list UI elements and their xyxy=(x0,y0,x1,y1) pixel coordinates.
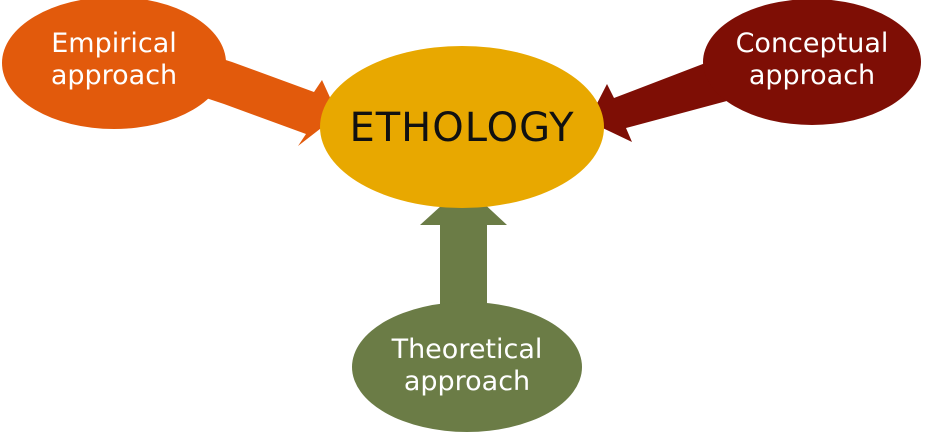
theoretical-label: Theoretical approach xyxy=(367,334,567,399)
theoretical-label-line1: Theoretical xyxy=(391,334,543,365)
theoretical-ellipse xyxy=(352,302,582,432)
conceptual-label-line2: approach xyxy=(748,60,876,92)
conceptual-label: Conceptual approach xyxy=(712,28,912,93)
empirical-label-line2: approach xyxy=(50,60,178,92)
conceptual-ellipse xyxy=(703,0,921,125)
empirical-label-line1: Empirical xyxy=(51,28,177,59)
empirical-label: Empirical approach xyxy=(14,28,214,93)
center-ellipse xyxy=(320,46,604,208)
center-label-text: ETHOLOGY xyxy=(349,105,575,151)
empirical-ellipse xyxy=(2,0,226,129)
conceptual-arrow xyxy=(588,62,738,142)
conceptual-label-line1: Conceptual xyxy=(735,28,889,59)
center-label: ETHOLOGY xyxy=(322,104,602,152)
theoretical-label-line2: approach xyxy=(403,366,531,398)
theoretical-arrow xyxy=(420,185,507,320)
